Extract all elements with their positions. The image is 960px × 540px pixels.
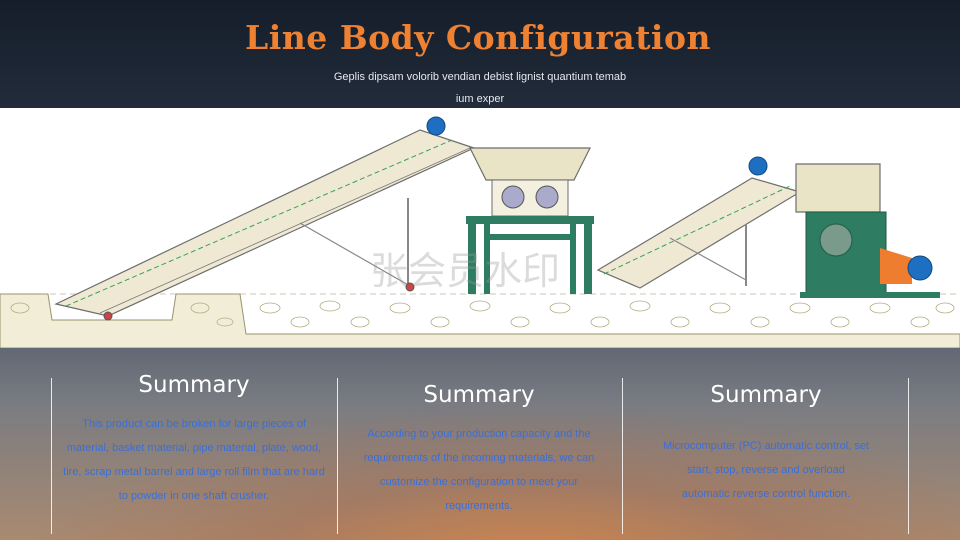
page-subtitle: Geplis dipsam volorib vendian debist lig…: [333, 71, 627, 105]
divider-2: [337, 378, 338, 534]
motor-icon-2: [748, 156, 768, 176]
summary-column-3: Summary Microcomputer (PC) automatic con…: [662, 382, 870, 506]
page-title: Line Body Configuration: [245, 18, 711, 57]
divider-3: [622, 378, 623, 534]
line-body-illustration: 张会员水印: [0, 116, 960, 348]
header-band: Line Body Configuration Geplis dipsam vo…: [0, 0, 960, 108]
motor-icon: [426, 116, 446, 136]
crusher-unit: [795, 163, 940, 298]
summary-body: Microcomputer (PC) automatic control, se…: [662, 440, 869, 500]
watermark: 张会员水印: [370, 249, 560, 293]
motor-icon-3: [907, 255, 933, 281]
summary-title: Summary: [423, 382, 535, 408]
ground: [0, 293, 960, 348]
right-conveyor: [596, 156, 802, 289]
summary-body: This product can be broken for large pie…: [63, 418, 325, 502]
line-body-diagram: 张会员水印: [0, 108, 960, 348]
summary-body: According to your production capacity an…: [363, 428, 595, 512]
summary-column-1: Summary This product can be broken for l…: [60, 372, 328, 508]
summary-title: Summary: [710, 382, 822, 408]
summary-column-2: Summary According to your production cap…: [352, 382, 606, 518]
divider-4: [908, 378, 909, 534]
summary-title: Summary: [138, 372, 250, 398]
shaft-crusher: [466, 147, 594, 294]
divider-1: [51, 378, 52, 534]
